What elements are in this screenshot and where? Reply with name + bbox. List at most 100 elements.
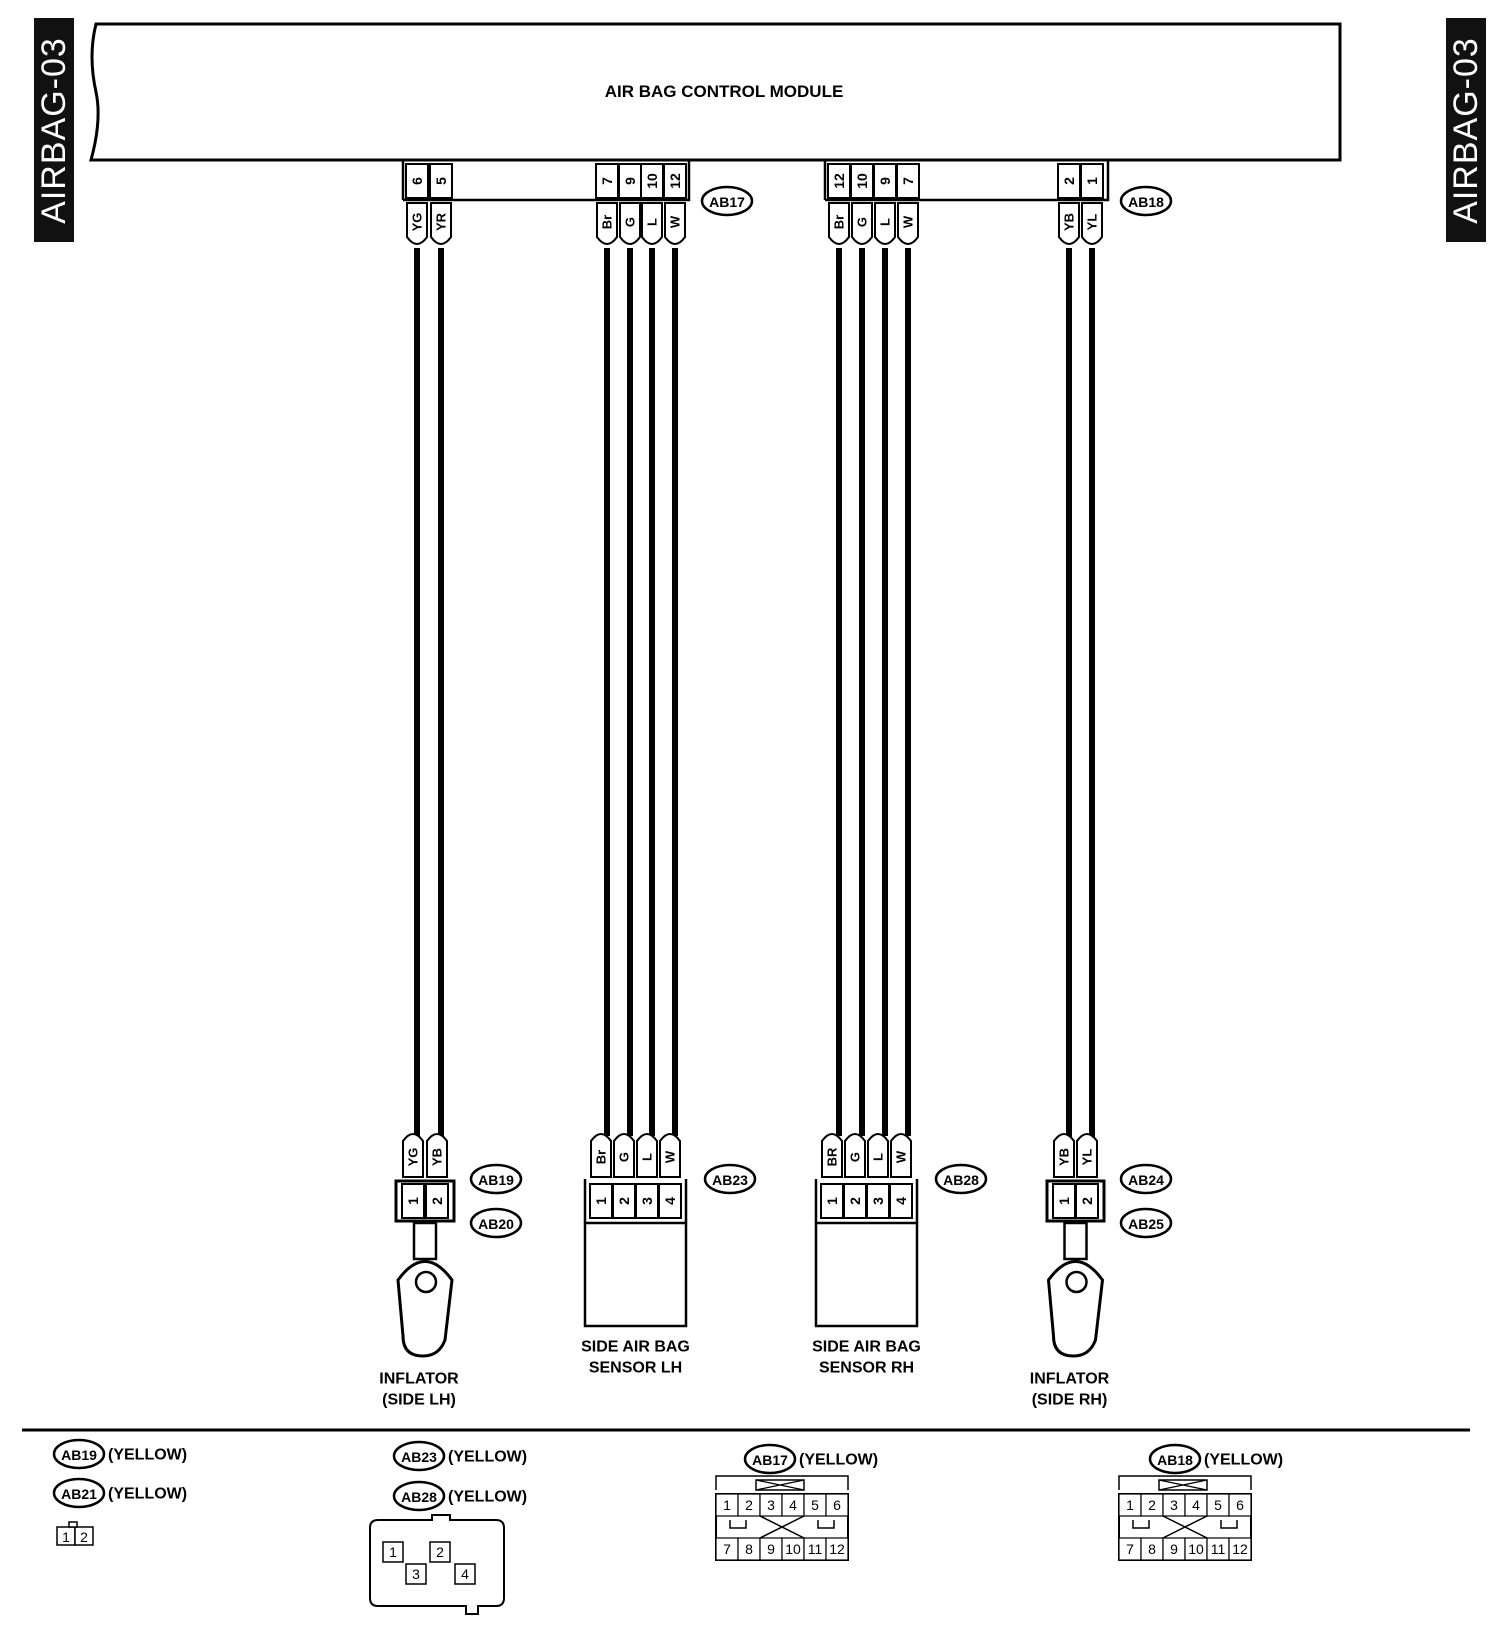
component-label: (SIDE LH) <box>382 1392 456 1409</box>
connector-id-badge: AB21 <box>52 1477 106 1509</box>
component-label: INFLATOR <box>1030 1371 1110 1388</box>
key-slot <box>817 1520 835 1529</box>
pin-number: 7 <box>1126 1541 1134 1557</box>
wire-tag-outline <box>641 202 663 245</box>
badge-outline <box>934 1163 988 1195</box>
wire-tag-outline <box>874 202 896 245</box>
pin-number: 10 <box>854 173 870 189</box>
key-slot <box>729 1520 747 1529</box>
wire-color-code: YB <box>1062 213 1077 231</box>
wire-color-code: W <box>901 215 916 228</box>
wire-color-tag: YB <box>1053 1133 1075 1178</box>
inflator-bolt-hole <box>1065 1270 1088 1294</box>
pin-number: 4 <box>789 1497 797 1513</box>
wire-color-code: BR <box>825 1147 840 1166</box>
pin-number: 11 <box>1211 1541 1226 1557</box>
badge-outline <box>700 185 754 217</box>
wire-tag-outline <box>590 1133 612 1178</box>
wire-tag-outline <box>867 1133 889 1178</box>
inflator-stem <box>1063 1221 1088 1261</box>
pin-number: 9 <box>877 177 893 185</box>
pin-number: 8 <box>745 1541 753 1557</box>
pin-number: 7 <box>900 177 916 185</box>
pin-cell <box>825 1493 849 1517</box>
connector-latch <box>68 1521 78 1528</box>
inflator-body <box>1046 1260 1105 1358</box>
wire-color-code: G <box>617 1152 632 1162</box>
wire-color-tag: W <box>890 1133 912 1178</box>
legend-color-label: (YELLOW) <box>1204 1452 1283 1469</box>
pin-number: 5 <box>433 177 449 185</box>
pin-number: 12 <box>667 173 683 189</box>
wire-tag-outline <box>430 202 452 245</box>
wire-color-tag: G <box>619 202 641 245</box>
wire-color-code: W <box>663 1150 678 1163</box>
badge-label: AB20 <box>478 1216 514 1232</box>
connector-id-badge: AB18 <box>1119 185 1173 217</box>
badge-outline <box>1148 1443 1202 1475</box>
module-title: AIR BAG CONTROL MODULE <box>605 82 844 101</box>
wire-tag-outline <box>426 1133 448 1178</box>
connector-id-badge: AB19 <box>52 1438 106 1470</box>
pin-number: 2 <box>1079 1197 1095 1205</box>
badge-outline <box>703 1163 757 1195</box>
connector-housing <box>1045 1179 1106 1223</box>
pin-number: 3 <box>1170 1497 1178 1513</box>
wire-color-tag: YG <box>402 1133 424 1178</box>
pin-number: 1 <box>405 1197 421 1205</box>
sensor-body <box>814 1221 919 1328</box>
wire-color-tag: W <box>897 202 919 245</box>
badge-outline <box>469 1207 523 1239</box>
connector-hood <box>1118 1475 1252 1490</box>
wire-color-code: Br <box>600 215 615 229</box>
wire-color-code: G <box>855 217 870 227</box>
badge-outline <box>743 1443 797 1475</box>
wire-tag-outline <box>897 202 919 245</box>
pin-number: 1 <box>593 1197 609 1205</box>
blank-cavity-cross <box>1162 1515 1208 1539</box>
pin-cell <box>429 1541 451 1563</box>
pin-cell <box>425 1183 449 1219</box>
legend-color-label: (YELLOW) <box>108 1486 187 1503</box>
wire-tag-outline <box>1076 1133 1098 1178</box>
inflator-stem <box>412 1221 438 1261</box>
connector-id-badge: AB19 <box>469 1163 523 1195</box>
pin-number: 1 <box>1126 1497 1134 1513</box>
wire-color-tag: YR <box>430 202 452 245</box>
latch-cross <box>755 1479 805 1491</box>
pin-cell <box>658 1183 682 1219</box>
wire-tag-outline <box>406 202 428 245</box>
wire-color-tag: YG <box>406 202 428 245</box>
pin-number: 9 <box>1170 1541 1178 1557</box>
pin-number: 6 <box>409 177 425 185</box>
wire-color-code: Br <box>594 1150 609 1164</box>
wire-color-code: YG <box>406 1148 421 1167</box>
pin-number: 1 <box>389 1544 397 1560</box>
badge-label: AB24 <box>1128 1172 1164 1188</box>
pin-cell <box>401 1183 425 1219</box>
wire-tag-outline <box>844 1133 866 1178</box>
pin-number: 9 <box>622 177 638 185</box>
pin-number: 10 <box>1188 1541 1204 1557</box>
wire-tag-outline <box>613 1133 635 1178</box>
pin-number: 2 <box>745 1497 753 1513</box>
sensor-body <box>583 1221 688 1328</box>
pin-cell <box>1075 1183 1099 1219</box>
wire-tag-outline <box>664 202 686 245</box>
badge-outline <box>1119 1163 1173 1195</box>
pin-number: 12 <box>831 173 847 189</box>
wire-color-tag: L <box>867 1133 889 1178</box>
pin-number: 1 <box>723 1497 731 1513</box>
badge-outline <box>392 1480 446 1512</box>
connector-id-badge: AB24 <box>1119 1163 1173 1195</box>
blank-cavity-cross <box>759 1515 805 1539</box>
pin-number: 12 <box>829 1541 845 1557</box>
